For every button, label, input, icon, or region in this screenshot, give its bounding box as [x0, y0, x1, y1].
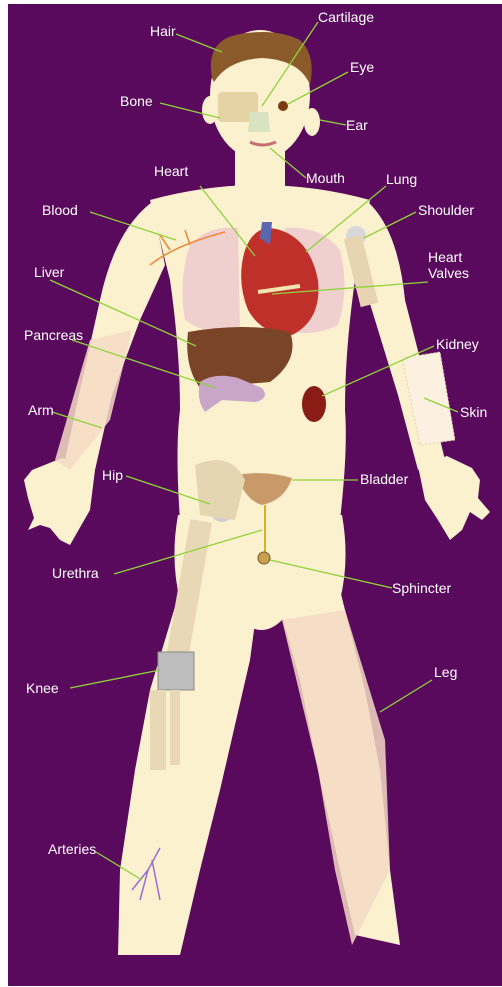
leader-hair: [176, 34, 222, 52]
fibula: [170, 690, 180, 765]
leader-ear: [320, 120, 346, 125]
knee-joint: [158, 652, 194, 690]
nose-cartilage: [248, 112, 270, 132]
neck: [235, 140, 285, 190]
label-kidney: Kidney: [436, 337, 479, 352]
label-bladder: Bladder: [360, 472, 408, 487]
leader-knee: [70, 670, 160, 688]
label-skin: Skin: [460, 405, 487, 420]
eye: [278, 101, 288, 111]
label-heart-valves-line1: Heart: [428, 250, 462, 265]
ear-left: [202, 96, 218, 124]
label-sphincter: Sphincter: [392, 581, 451, 596]
label-lung: Lung: [386, 172, 417, 187]
hand-right: [418, 456, 490, 540]
label-knee: Knee: [26, 681, 59, 696]
ear-right: [304, 108, 320, 136]
prosthetic-leg-right: [282, 610, 390, 945]
label-pancreas: Pancreas: [24, 328, 83, 343]
label-ear: Ear: [346, 118, 368, 133]
label-shoulder: Shoulder: [418, 203, 474, 218]
hand-left: [24, 458, 95, 545]
label-heart: Heart: [154, 164, 188, 179]
label-urethra: Urethra: [52, 566, 99, 581]
label-hair: Hair: [150, 24, 176, 39]
label-cartilage: Cartilage: [318, 10, 374, 25]
label-hip: Hip: [102, 468, 123, 483]
label-heart-valves-line2: Valves: [428, 266, 469, 281]
kidney: [302, 386, 326, 422]
label-mouth: Mouth: [306, 171, 345, 186]
label-leg: Leg: [434, 665, 457, 680]
tibia: [150, 690, 166, 770]
sphincter: [258, 552, 270, 564]
label-blood: Blood: [42, 203, 78, 218]
leader-leg: [380, 680, 432, 712]
label-arm: Arm: [28, 403, 54, 418]
label-bone: Bone: [120, 94, 153, 109]
label-arteries: Arteries: [48, 842, 96, 857]
label-liver: Liver: [34, 265, 64, 280]
label-eye: Eye: [350, 60, 374, 75]
